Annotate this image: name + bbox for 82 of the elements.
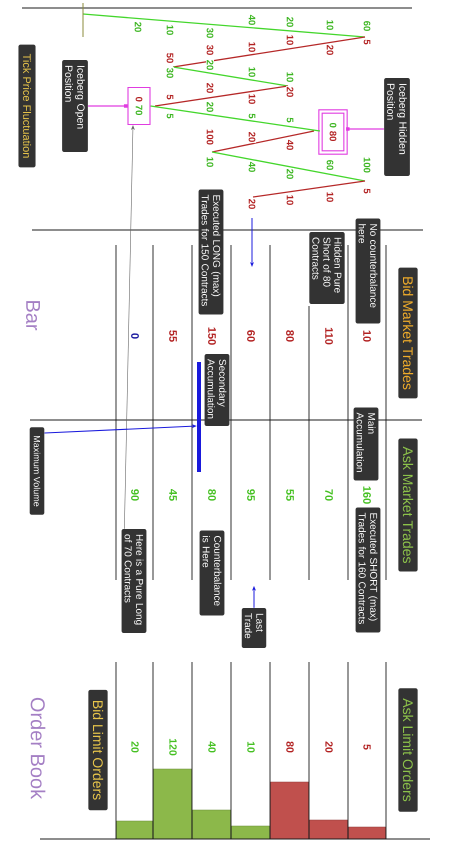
callout-box: No counterbalance here <box>356 218 380 324</box>
volume-number: 30 <box>206 44 214 56</box>
callout-box: Counterbalance is Here <box>200 530 224 616</box>
volume-number: 5 <box>286 116 294 124</box>
volume-number: 5 <box>248 112 256 120</box>
volume-number: 20 <box>134 21 142 33</box>
callout-box: Hidden Pure Short of 80 Contracts <box>309 232 345 304</box>
volume-number: 60 <box>363 20 371 32</box>
volume-number: 20 <box>248 131 256 143</box>
volume-number: 20 <box>206 59 214 71</box>
volume-number: 5 <box>166 112 174 120</box>
trade-volume: 80 <box>286 330 294 342</box>
trade-volume: 95 <box>247 489 255 501</box>
order-volume: 120 <box>169 738 177 756</box>
order-volume: 20 <box>325 742 333 752</box>
volume-number: 20 <box>326 44 334 56</box>
volume-number: 10 <box>248 93 256 105</box>
volume-number: 40 <box>248 14 256 26</box>
volume-number: 20 <box>286 86 294 98</box>
header-box: Bid Limit Orders <box>88 690 108 810</box>
volume-number: 10 <box>286 71 294 83</box>
callout-box: Iceberg Open Position <box>62 60 88 152</box>
volume-number: 20 <box>206 101 214 113</box>
volume-number: 30 <box>206 27 214 39</box>
volume-number: 10 <box>286 194 294 206</box>
volume-number: 40 <box>286 139 294 151</box>
header-box: Ask Limit Orders <box>398 688 418 812</box>
callout-box: Iceberg Hidden Position <box>384 78 410 176</box>
volume-number: 30 <box>166 67 174 79</box>
value-box: 0 80 <box>318 109 348 155</box>
volume-number: 40 <box>248 161 256 173</box>
order-volume: 10 <box>247 742 255 752</box>
order-volume: 40 <box>208 741 216 752</box>
header-box: Maximum Volume <box>30 427 44 515</box>
volume-number: 100 <box>206 128 214 146</box>
section-title: Bar <box>26 301 40 330</box>
trade-volume: 70 <box>325 489 333 501</box>
trade-volume: 55 <box>169 330 177 342</box>
trade-volume: 55 <box>286 489 294 501</box>
trade-volume: 45 <box>169 489 177 501</box>
volume-number: 20 <box>206 82 214 94</box>
volume-number: 10 <box>248 66 256 78</box>
trade-volume: 80 <box>208 489 216 501</box>
trade-volume: 10 <box>363 330 371 342</box>
trade-volume: 60 <box>247 330 255 342</box>
callout-box: Main Accumulation <box>354 408 378 480</box>
section-title: Order Book <box>30 698 46 800</box>
volume-number: 100 <box>363 156 371 174</box>
callout-box: Executed LONG (max) Trades for 150 Contracts <box>198 190 224 314</box>
volume-number: 10 <box>326 19 334 31</box>
volume-number: 5 <box>166 94 174 100</box>
connector-line <box>346 127 384 131</box>
price-line <box>150 105 320 132</box>
header-box: Bid Market Trades <box>398 268 418 398</box>
volume-number: 10 <box>248 41 256 53</box>
volume-number: 20 <box>286 168 294 180</box>
callout-box: Executed SHORT (max) Trades for 160 Contracts <box>356 508 380 632</box>
trade-volume: 110 <box>325 328 333 344</box>
volume-number: 5 <box>363 188 371 194</box>
order-volume: 5 <box>363 744 371 750</box>
header-box: Ask Market Trades <box>398 438 418 572</box>
volume-number: 20 <box>286 16 294 28</box>
trade-volume: 0 <box>131 333 139 339</box>
volume-number: 50 <box>166 52 174 64</box>
header-box: Tick Price Fluctuation <box>18 44 36 168</box>
volume-number: 20 <box>248 198 256 210</box>
trade-volume: 90 <box>131 489 139 501</box>
volume-number: 10 <box>206 156 214 168</box>
value-box: 0 70 <box>127 86 151 126</box>
callout-box: Here is a Pure Long of 70 Contracts <box>122 529 146 633</box>
volume-number: 10 <box>166 24 174 36</box>
node-label: Secondary Accumulation <box>208 359 226 418</box>
volume-number: 10 <box>286 34 294 46</box>
order-volume: 80 <box>286 742 294 752</box>
volume-number: 5 <box>363 38 371 46</box>
connector-line <box>88 104 128 108</box>
callout-box: Last Trade <box>242 608 266 648</box>
callout-box: Secondary Accumulation <box>204 354 230 426</box>
order-volume: 20 <box>131 742 139 752</box>
trade-volume: 160 <box>363 486 371 504</box>
volume-number: 10 <box>326 191 334 203</box>
trade-volume: 150 <box>208 328 216 345</box>
